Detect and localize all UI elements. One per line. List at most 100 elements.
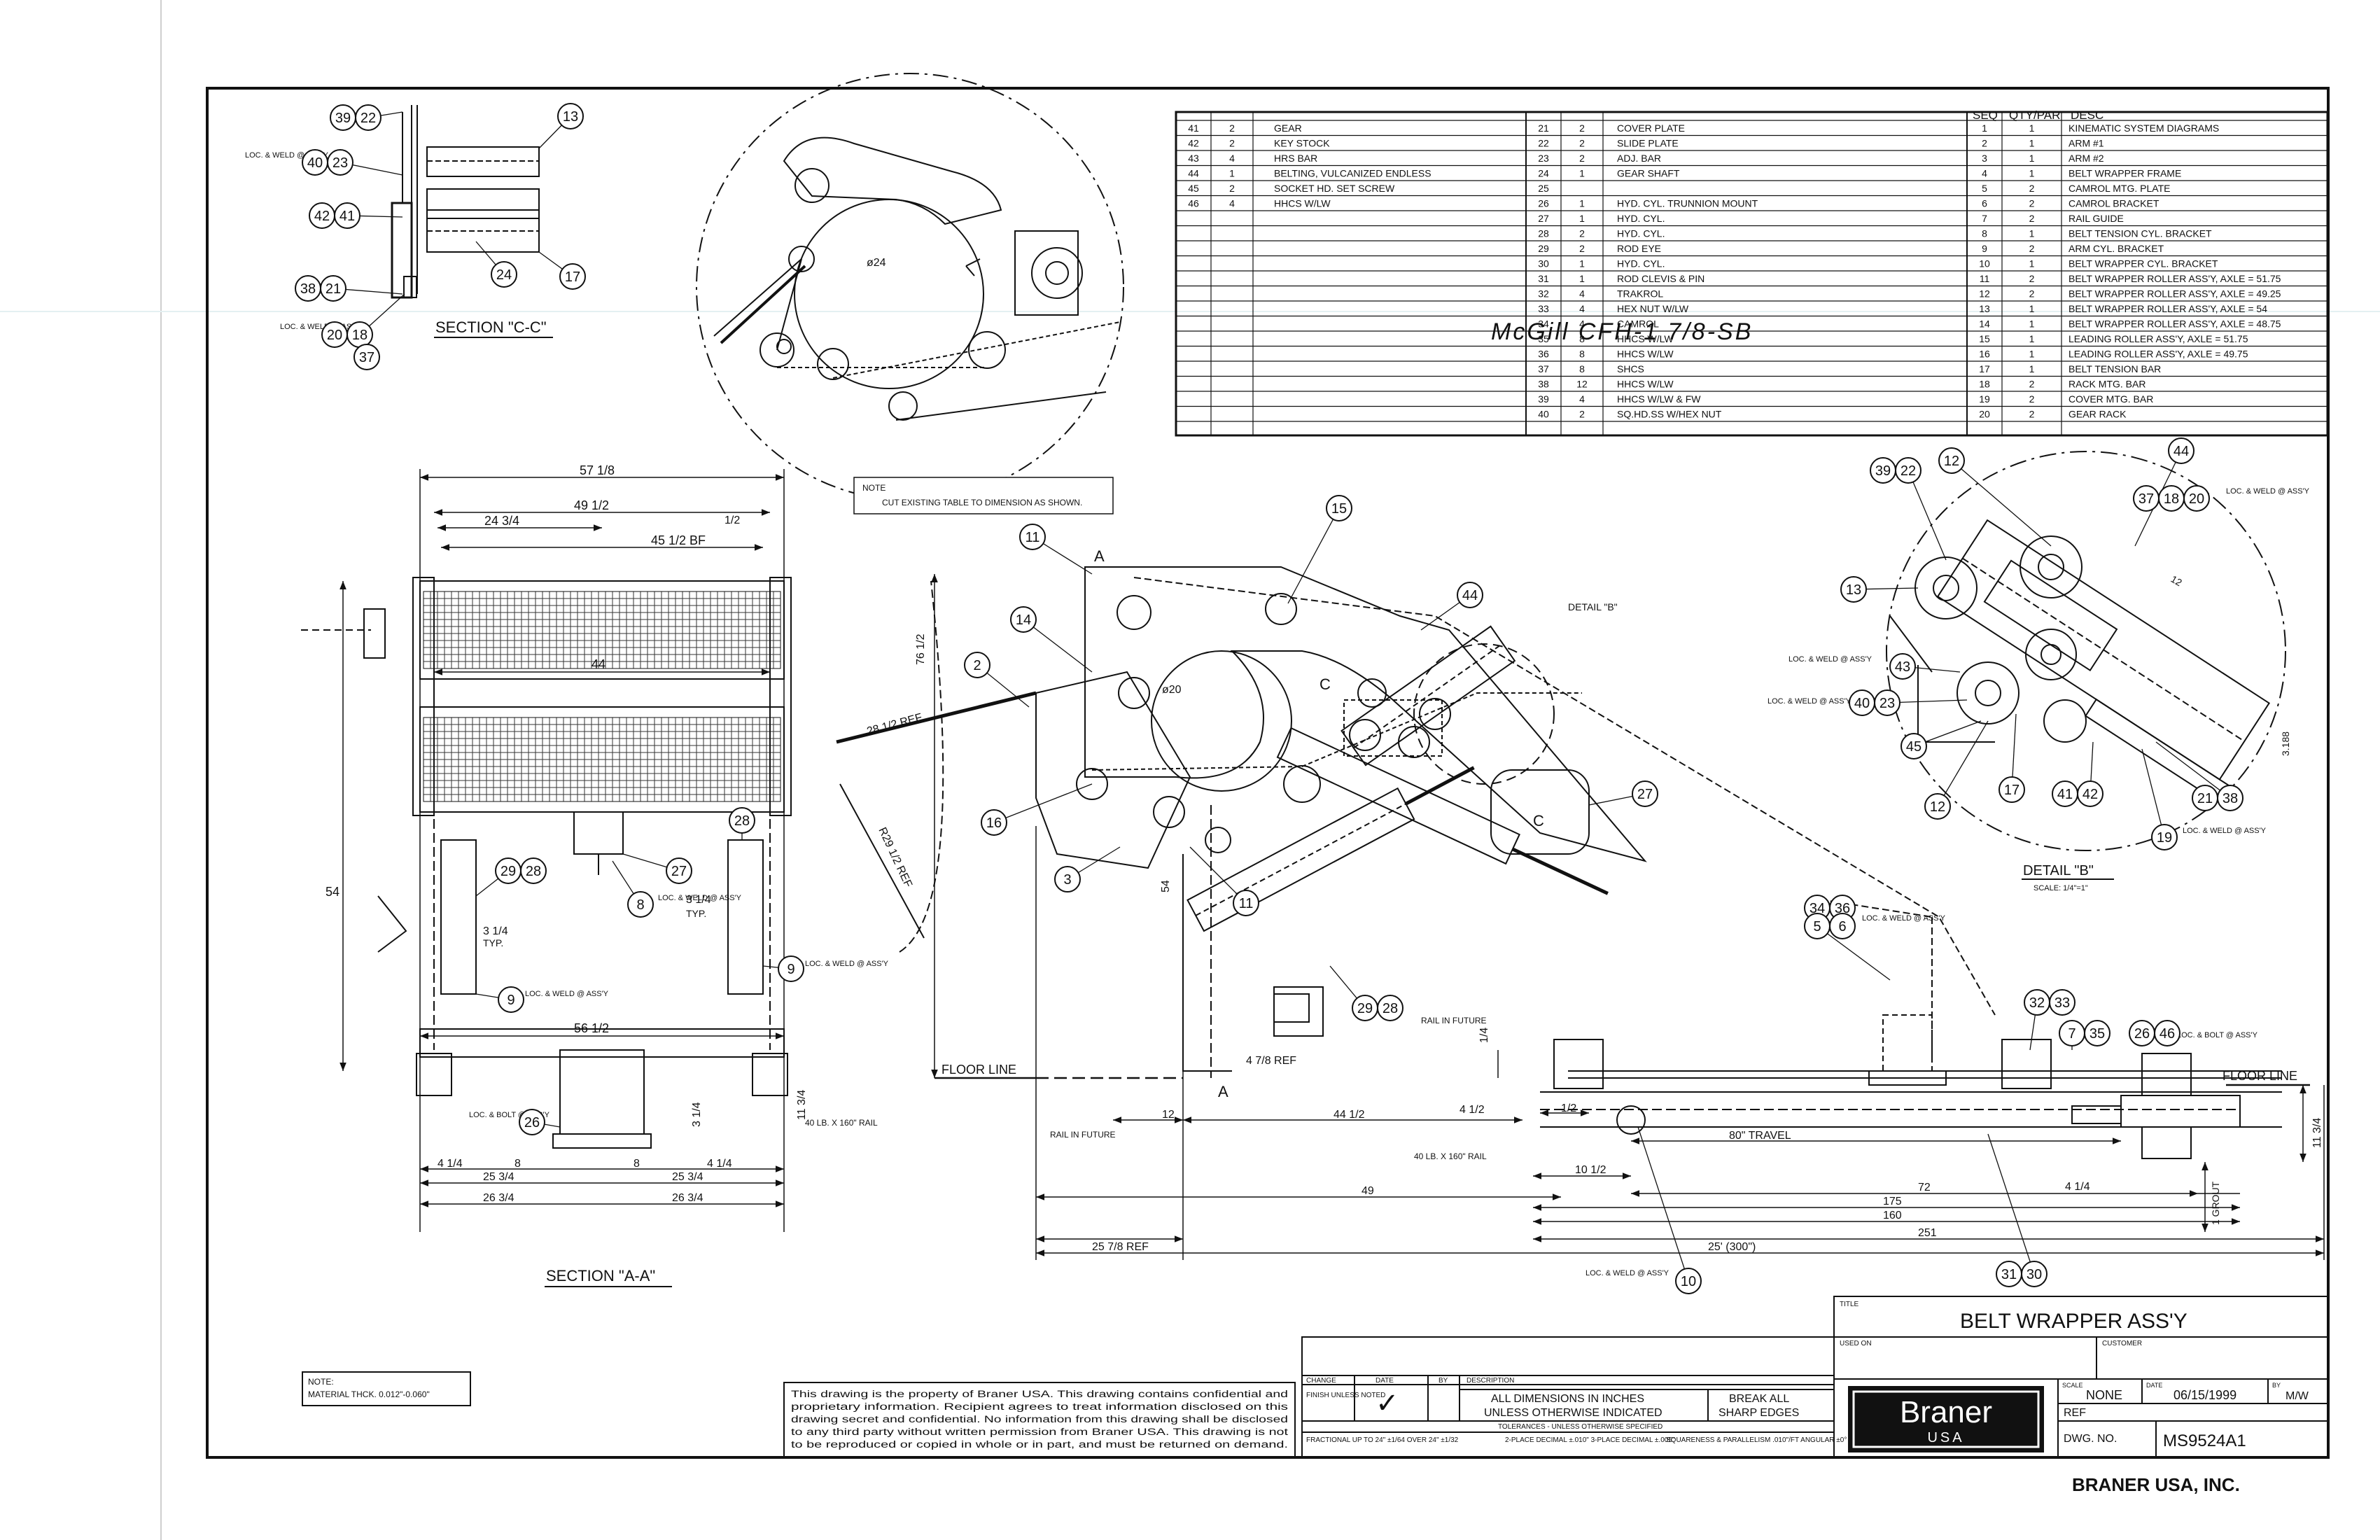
item-balloon: 27 <box>622 853 692 884</box>
main-loc-bolt: LOC. & BOLT @ ASS'Y <box>2177 1031 2258 1040</box>
svg-text:12: 12 <box>1944 454 1959 469</box>
bom-desc: BELT WRAPPER ROLLER ASS'Y, AXLE = 48.75 <box>2068 318 2281 330</box>
bom-desc: ADJ. BAR <box>1617 153 1661 164</box>
bom-desc: BELT WRAPPER ROLLER ASS'Y, AXLE = 51.75 <box>2068 273 2281 284</box>
main-loc-weld-2: LOC. & WELD @ ASS'Y <box>1586 1269 1670 1278</box>
b-loc-weld-1: LOC. & WELD @ ASS'Y <box>2226 487 2310 496</box>
dim-44: 44 <box>592 657 606 671</box>
title-label: TITLE <box>1840 1301 1859 1308</box>
confidential-line: drawing secret and confidential. No info… <box>791 1414 1288 1424</box>
svg-text:17: 17 <box>565 270 580 285</box>
bom-seq: 25 <box>1538 183 1549 194</box>
dim-12: 12 <box>1162 1109 1175 1121</box>
svg-text:20: 20 <box>2189 491 2204 507</box>
item-balloon: 2 <box>964 652 1030 708</box>
table-note-title: NOTE <box>862 483 886 493</box>
dim-3-188: 3.188 <box>2280 732 2291 756</box>
bom-qty: 2 <box>2029 243 2035 254</box>
handwritten-note: McGill CFH-1 7/8-SB <box>1491 318 1753 345</box>
aa-loc-weld-3: LOC. & WELD @ ASS'Y <box>805 960 889 968</box>
svg-text:26: 26 <box>524 1115 540 1130</box>
material-note-text: MATERIAL THCK. 0.012"-0.060" <box>308 1390 430 1399</box>
bom-seq: 24 <box>1538 168 1549 179</box>
item-balloon: 18 <box>2158 485 2185 512</box>
item-balloon: 35 <box>2084 1020 2110 1046</box>
dim-26a: 26 3/4 <box>483 1192 514 1204</box>
svg-text:20: 20 <box>327 328 342 343</box>
item-balloon: 30 <box>1987 1133 2047 1287</box>
bom-seq: 15 <box>1979 333 1990 344</box>
bom-header-qty: QTY/PAR <box>2009 108 2060 122</box>
item-balloon: 41 <box>2052 780 2078 807</box>
title-block <box>1833 1296 2329 1458</box>
dim-r29: R29 1/2 REF <box>876 826 914 890</box>
svg-text:2: 2 <box>973 658 981 673</box>
bom-qty: 2 <box>2029 409 2035 420</box>
item-balloon: 14 <box>1010 606 1093 673</box>
item-balloon: 12 <box>1938 447 2052 547</box>
dim-4-75: 4 7/8 REF <box>1246 1055 1296 1067</box>
dim-half-aa: 1/2 <box>724 514 740 526</box>
bom-seq: 39 <box>1538 393 1549 405</box>
item-balloon: 38 <box>295 275 321 302</box>
bom-desc: SQ.HD.SS W/HEX NUT <box>1617 409 1722 420</box>
dim-49: 49 1/2 <box>574 498 609 512</box>
bom-desc: BELT WRAPPER FRAME <box>2068 168 2181 179</box>
bom-qty: 1 <box>1579 213 1585 224</box>
item-balloon: 26 <box>519 1109 561 1135</box>
svg-text:33: 33 <box>2054 995 2070 1011</box>
bom-seq: 3 <box>1982 153 1987 164</box>
bom-seq: 40 <box>1538 409 1549 420</box>
bom-seq: 43 <box>1188 153 1199 164</box>
used-on-label: USED ON <box>1840 1340 1872 1348</box>
svg-text:13: 13 <box>563 109 578 125</box>
arrow-c-2: C <box>1533 812 1544 830</box>
bom-qty: 1 <box>2029 303 2035 314</box>
dim-11b: 11 3/4 <box>2311 1118 2323 1148</box>
svg-text:13: 13 <box>1846 582 1861 598</box>
item-balloon: 16 <box>981 783 1093 836</box>
svg-text:28: 28 <box>526 864 541 879</box>
item-balloon: 46 <box>2154 1020 2180 1046</box>
bom-seq: 8 <box>1982 228 1987 239</box>
bom-qty: 2 <box>1229 122 1235 134</box>
svg-text:39: 39 <box>335 111 351 126</box>
item-balloon: 11 <box>1189 846 1259 916</box>
item-balloon: 36 <box>1829 895 1856 921</box>
bom-qty: 2 <box>2029 393 2035 405</box>
scale-label: SCALE <box>2062 1382 2083 1389</box>
dim-4a: 4 1/4 <box>438 1158 463 1170</box>
bom-qty: 2 <box>2029 213 2035 224</box>
dim-54b: 54 <box>1160 880 1172 892</box>
svg-text:15: 15 <box>1331 501 1347 517</box>
drawing-title: BELT WRAPPER ASS'Y <box>1960 1310 2188 1333</box>
bom-desc: HHCS W/LW <box>1617 349 1674 360</box>
bom-qty: 4 <box>1579 318 1585 330</box>
svg-text:7: 7 <box>2068 1026 2076 1042</box>
typ-a: TYP. <box>483 937 503 948</box>
svg-text:29: 29 <box>500 864 516 879</box>
dim-25b: 25 3/4 <box>672 1171 704 1183</box>
bom-mid-row: 25 <box>1538 183 1549 194</box>
svg-text:23: 23 <box>332 155 348 171</box>
bom-desc: HHCS W/LW <box>1617 379 1674 390</box>
tol-decimal: 2-PLACE DECIMAL ±.010" 3-PLACE DECIMAL ±… <box>1505 1436 1675 1444</box>
item-balloon: 39 <box>1870 457 1896 484</box>
bom-desc: ROD EYE <box>1617 243 1661 254</box>
svg-text:31: 31 <box>2001 1267 2017 1282</box>
dwg-number: MS9524A1 <box>2163 1432 2246 1450</box>
item-balloon: 18 <box>346 293 405 348</box>
svg-text:10: 10 <box>1681 1274 1696 1289</box>
bom-desc: CAMROL MTG. PLATE <box>2068 183 2170 194</box>
bom-desc: KINEMATIC SYSTEM DIAGRAMS <box>2068 122 2219 134</box>
